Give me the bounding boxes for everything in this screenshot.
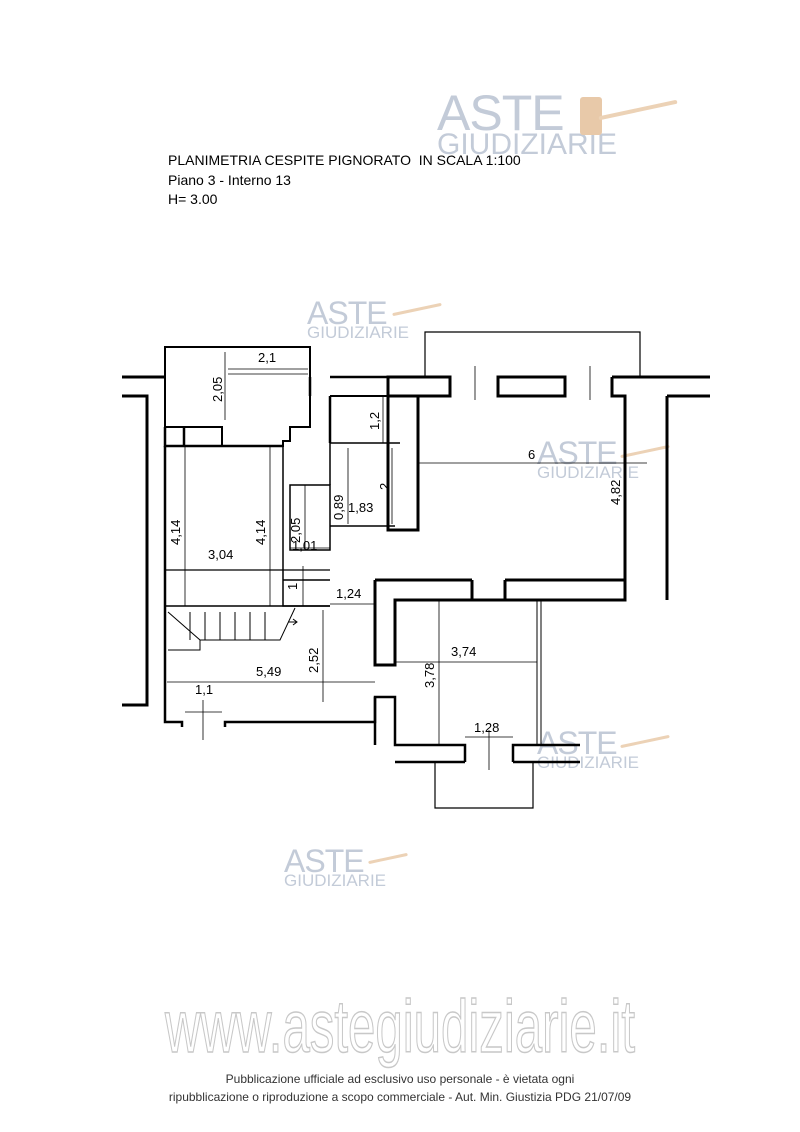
watermark-logo-4: ASTE GIUDIZIARIE <box>537 727 639 771</box>
dimension-labels: 2,1 2,05 1,2 2 0,89 1,83 4,14 4,14 2,05 … <box>168 350 623 735</box>
dim-label: 3,78 <box>422 663 437 688</box>
dim-label: 2,05 <box>288 518 303 543</box>
watermark-giudiziarie: GIUDIZIARIE <box>537 463 640 482</box>
dim-label: 5,49 <box>256 664 281 679</box>
walls <box>122 331 710 809</box>
dim-label: 1 <box>285 583 300 590</box>
dim-label: 1,01 <box>292 538 317 553</box>
watermark-aste: ASTE <box>284 843 365 879</box>
dim-label: 1,1 <box>195 682 213 697</box>
dim-label: 3,74 <box>451 644 476 659</box>
dim-label: 2 <box>377 483 392 490</box>
dim-label: 2,52 <box>306 648 321 673</box>
dim-label: 1,24 <box>336 586 361 601</box>
dim-label: 0,89 <box>331 495 346 520</box>
plan-floor: Piano 3 - Interno 13 <box>168 172 291 188</box>
dim-label: 1,28 <box>474 720 499 735</box>
watermark-giudiziarie: GIUDIZIARIE <box>284 871 387 890</box>
gavel-icon <box>580 97 602 135</box>
dim-label: 6 <box>528 447 535 462</box>
watermark-aste: ASTE <box>437 85 565 141</box>
dimension-lines <box>167 352 647 770</box>
watermark-logo-5: ASTE GIUDIZIARIE <box>284 845 386 889</box>
watermark-aste: ASTE <box>537 435 618 471</box>
watermark-giudiziarie: GIUDIZIARIE <box>307 323 410 342</box>
plan-height: H= 3.00 <box>168 191 218 207</box>
dim-label: 1,2 <box>367 412 382 430</box>
plan-title: PLANIMETRIA CESPITE PIGNORATO IN SCALA 1… <box>168 152 521 168</box>
watermark-aste: ASTE <box>307 295 388 331</box>
dim-label: 2,1 <box>258 350 276 365</box>
footer-line-2: ripubblicazione o riproduzione a scopo c… <box>168 1090 632 1104</box>
dim-label: 1,83 <box>348 500 373 515</box>
dim-label: 2,05 <box>210 377 225 402</box>
dim-label: 4,14 <box>253 520 268 545</box>
dim-label: 4,82 <box>608 480 623 505</box>
website-watermark: www.astegiudiziarie.it <box>164 985 635 1068</box>
dim-label: 3,04 <box>208 547 233 562</box>
footer-line-1: Pubblicazione ufficiale ad esclusivo uso… <box>225 1072 575 1086</box>
watermark-aste: ASTE <box>537 725 618 761</box>
watermark-logo-3: ASTE GIUDIZIARIE <box>537 437 639 481</box>
watermark-logo-2: ASTE GIUDIZIARIE <box>307 297 409 341</box>
watermark-giudiziarie: GIUDIZIARIE <box>537 753 640 772</box>
dim-label: 4,14 <box>168 520 183 545</box>
